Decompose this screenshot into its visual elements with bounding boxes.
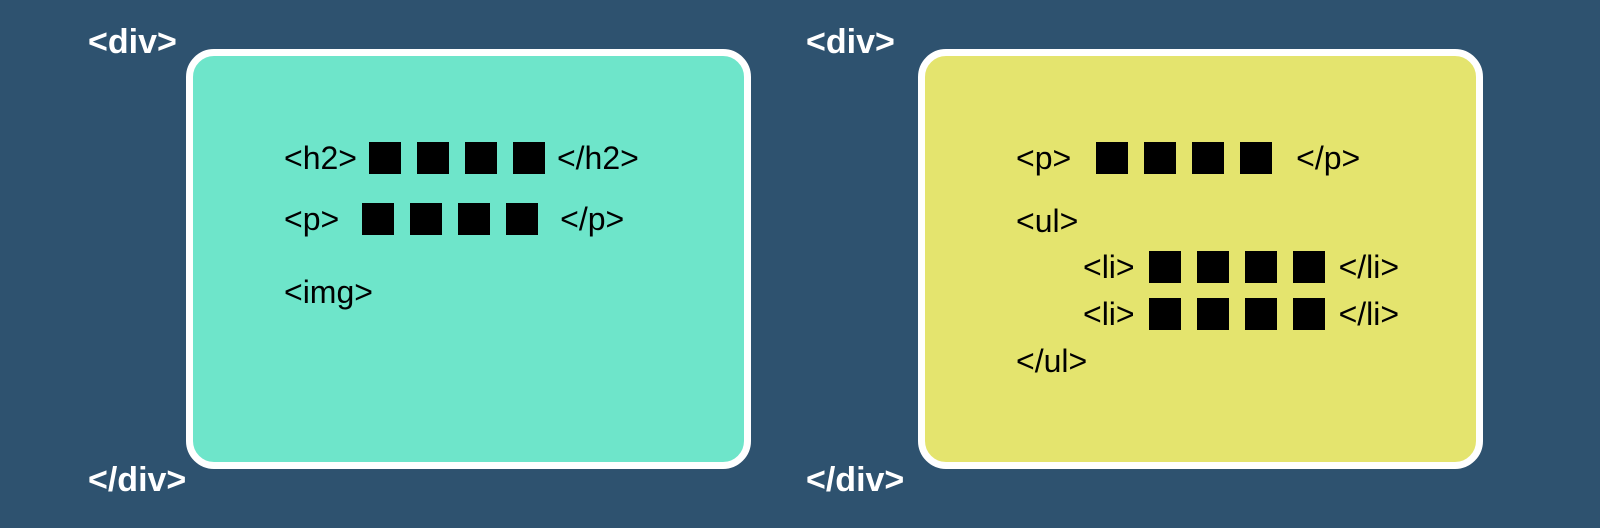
left-img-line: <img> bbox=[284, 272, 373, 312]
left-p-line: <p> </p> bbox=[284, 199, 624, 239]
ul-open-tag: <ul> bbox=[1016, 203, 1079, 239]
placeholder-block bbox=[1244, 298, 1277, 330]
p-close-tag: </p> bbox=[1296, 140, 1361, 176]
placeholder-block bbox=[1292, 251, 1325, 283]
p-open-tag: <p> bbox=[284, 201, 340, 237]
left-div-box: <h2> </h2> <p> </p> <img> bbox=[186, 49, 751, 469]
h2-close-tag: </h2> bbox=[556, 140, 639, 176]
placeholder-block bbox=[506, 203, 539, 235]
li-placeholder-blocks bbox=[1148, 251, 1325, 283]
li-close-tag: </li> bbox=[1338, 296, 1400, 332]
placeholder-block bbox=[362, 203, 395, 235]
li-open-tag: <li> bbox=[1083, 296, 1135, 332]
placeholder-block bbox=[1148, 298, 1181, 330]
placeholder-block bbox=[1196, 298, 1229, 330]
placeholder-block bbox=[1096, 142, 1129, 174]
placeholder-block bbox=[1240, 142, 1273, 174]
p-open-tag: <p> bbox=[1016, 140, 1072, 176]
placeholder-block bbox=[1144, 142, 1177, 174]
right-li-line-2: <li> </li> bbox=[1083, 294, 1399, 334]
placeholder-block bbox=[458, 203, 491, 235]
p-placeholder-blocks bbox=[1096, 142, 1273, 174]
h2-placeholder-blocks bbox=[368, 142, 545, 174]
li-placeholder-blocks bbox=[1148, 298, 1325, 330]
placeholder-block bbox=[1292, 298, 1325, 330]
placeholder-block bbox=[416, 142, 449, 174]
left-div-close-tag: </div> bbox=[88, 461, 187, 499]
placeholder-block bbox=[410, 203, 443, 235]
h2-open-tag: <h2> bbox=[284, 140, 357, 176]
placeholder-block bbox=[512, 142, 545, 174]
right-li-line-1: <li> </li> bbox=[1083, 247, 1399, 287]
img-tag: <img> bbox=[284, 274, 373, 310]
placeholder-block bbox=[368, 142, 401, 174]
placeholder-block bbox=[1192, 142, 1225, 174]
left-h2-line: <h2> </h2> bbox=[284, 138, 639, 178]
left-div-open-tag: <div> bbox=[88, 23, 177, 61]
placeholder-block bbox=[1196, 251, 1229, 283]
li-close-tag: </li> bbox=[1338, 249, 1400, 285]
placeholder-block bbox=[464, 142, 497, 174]
ul-close-tag: </ul> bbox=[1016, 343, 1088, 379]
placeholder-block bbox=[1148, 251, 1181, 283]
right-div-open-tag: <div> bbox=[806, 23, 895, 61]
right-ul-open-line: <ul> bbox=[1016, 201, 1078, 241]
right-ul-close-line: </ul> bbox=[1016, 341, 1087, 381]
right-p-line: <p> </p> bbox=[1016, 138, 1360, 178]
placeholder-block bbox=[1244, 251, 1277, 283]
p-close-tag: </p> bbox=[560, 201, 625, 237]
p-placeholder-blocks bbox=[362, 203, 539, 235]
li-open-tag: <li> bbox=[1083, 249, 1135, 285]
right-div-close-tag: </div> bbox=[806, 461, 905, 499]
right-div-box: <p> </p> <ul> <li> </li> <li> </li> bbox=[918, 49, 1483, 469]
